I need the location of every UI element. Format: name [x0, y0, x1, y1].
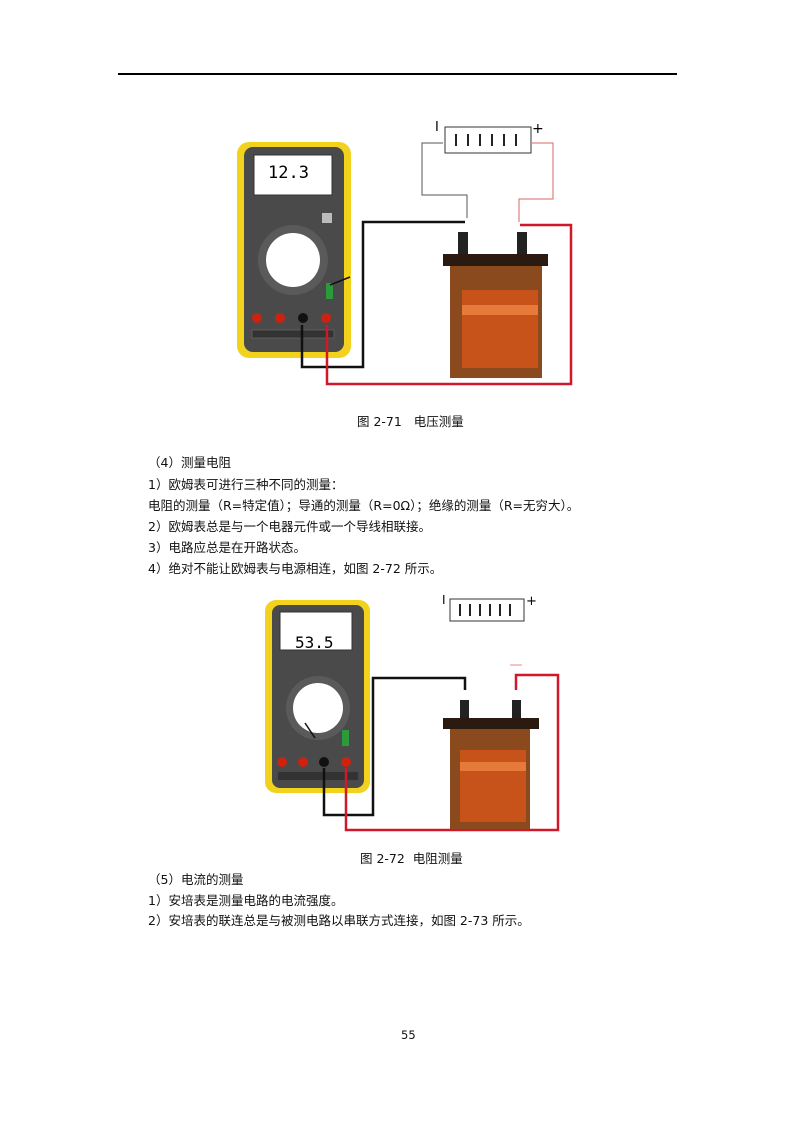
- coil: [443, 232, 548, 378]
- paragraph-line: 电阻的测量（R=特定值）；导通的测量（R=0Ω）；绝缘的测量（R=无穷大）。: [148, 498, 580, 513]
- paragraph-line: 3）电路应总是在开路状态。: [148, 540, 306, 555]
- meter-display: 12.3: [268, 163, 309, 183]
- figure-caption: 图 2-72 电阻测量: [360, 851, 463, 866]
- paragraph-line: 2）欧姆表总是与一个电器元件或一个导线相联接。: [148, 519, 431, 534]
- section-heading: （5）电流的测量: [148, 872, 244, 887]
- header-rule: [118, 73, 677, 75]
- figure-caption: 图 2-71 电压测量: [357, 414, 464, 429]
- battery-minus-label: I: [435, 120, 439, 135]
- paragraph-line: 1）欧姆表可进行三种不同的测量：: [148, 477, 344, 492]
- battery-minus-label: I: [442, 593, 446, 607]
- page-number: 55: [401, 1028, 416, 1042]
- paragraph-line: 1）安培表是测量电路的电流强度。: [148, 893, 344, 908]
- battery: I +: [442, 593, 537, 622]
- battery-plus-label: +: [526, 594, 537, 609]
- coil: [443, 700, 539, 829]
- paragraph-line: 4）绝对不能让欧姆表与电源相连，如图 2-72 所示。: [148, 561, 443, 576]
- section-heading: （4）测量电阻: [148, 455, 231, 470]
- wires: [322, 664, 560, 832]
- battery-plus-label: +: [532, 121, 544, 137]
- meter-display: 53.5: [295, 633, 334, 652]
- multimeter: 53.5: [265, 600, 370, 793]
- wires: [300, 142, 573, 386]
- paragraph-line: 2）安培表的联连总是与被测电路以串联方式连接，如图 2-73 所示。: [148, 913, 530, 928]
- multimeter: 12.3: [237, 142, 351, 358]
- figure-resistance-measurement: 53.5 I +: [265, 593, 560, 832]
- battery: I +: [435, 120, 544, 154]
- figure-voltage-measurement: 12.3 I +: [237, 120, 573, 386]
